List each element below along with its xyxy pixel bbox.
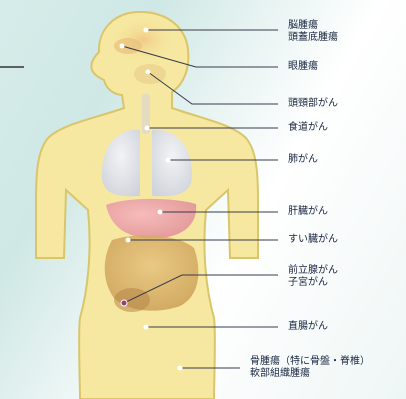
pelvic-organ	[114, 288, 150, 312]
label-brain-line2: 頭蓋底腫瘍	[288, 32, 338, 44]
label-liver-line1: 肝臓がん	[288, 206, 328, 217]
marker-rectum	[144, 325, 149, 330]
label-rectum-line1: 直腸がん	[288, 321, 328, 332]
marker-bone	[178, 366, 183, 371]
marker-brain	[144, 28, 149, 33]
label-brain-line1: 脳腫瘍	[288, 20, 338, 32]
marker-eye	[120, 44, 125, 49]
marker-lung	[166, 158, 171, 163]
label-head-neck: 頭頸部がん	[288, 98, 338, 110]
label-prostate-line2: 子宮がん	[288, 277, 338, 289]
label-liver: 肝臓がん	[288, 206, 328, 218]
label-esophagus-line1: 食道がん	[288, 122, 328, 133]
label-bone-line2: 軟部組織腫瘍	[250, 368, 370, 380]
label-head-neck-line1: 頭頸部がん	[288, 98, 338, 109]
label-brain: 脳腫瘍 頭蓋底腫瘍	[288, 20, 338, 44]
eye-region	[114, 38, 142, 54]
marker-pancreas	[126, 238, 131, 243]
label-pancreas-line1: すい臓がん	[288, 234, 338, 245]
label-bone-soft: 骨腫瘍（特に骨盤・脊椎） 軟部組織腫瘍	[250, 356, 370, 380]
label-lung-line1: 肺がん	[288, 154, 318, 165]
marker-esophagus	[145, 126, 150, 131]
label-esophagus: 食道がん	[288, 122, 328, 134]
label-prostate-line1: 前立腺がん	[288, 265, 338, 277]
marker-prostate	[121, 300, 127, 306]
label-rectum: 直腸がん	[288, 321, 328, 333]
label-bone-line1: 骨腫瘍（特に骨盤・脊椎）	[250, 356, 370, 368]
label-eye: 眼腫瘍	[288, 61, 318, 73]
marker-head-neck	[146, 70, 151, 75]
label-lung: 肺がん	[288, 154, 318, 166]
label-pancreas: すい臓がん	[288, 234, 338, 246]
marker-liver	[158, 210, 163, 215]
label-eye-line1: 眼腫瘍	[288, 61, 318, 72]
label-prostate-uterus: 前立腺がん 子宮がん	[288, 265, 338, 289]
